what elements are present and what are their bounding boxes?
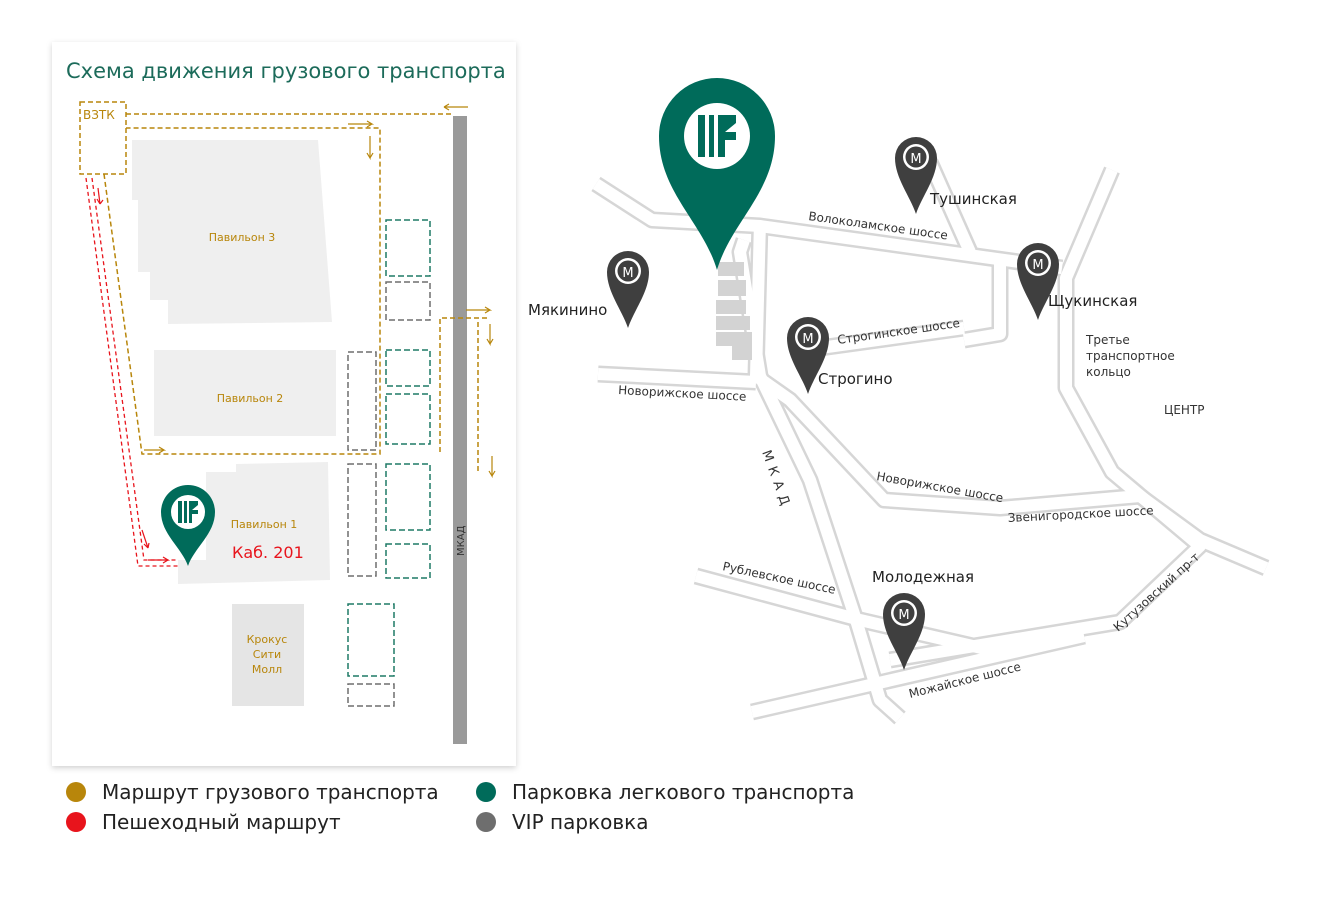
pavilion-2-label: Павильон 2 <box>217 392 284 405</box>
legend-item-cargo: Маршрут грузового транспорта <box>66 780 439 804</box>
legend-cargo-label: Маршрут грузового транспорта <box>102 780 439 804</box>
third-ring-label-3: кольцо <box>1086 365 1131 379</box>
cargo-dot-icon <box>66 782 86 802</box>
mall-label-3: Молл <box>252 663 282 676</box>
pavilion-3-label: Павильон 3 <box>209 231 276 244</box>
brand-pin-small <box>161 485 215 566</box>
center-label: ЦЕНТР <box>1164 403 1205 417</box>
metro-letter: М <box>910 152 921 167</box>
third-ring-label-2: транспортное <box>1086 349 1175 363</box>
legend: Маршрут грузового транспорта Пешеходный … <box>66 780 966 850</box>
metro-pin-molodezhnaya: М <box>883 593 925 670</box>
walking-dot-icon <box>66 812 86 832</box>
walking-arrows <box>96 187 171 564</box>
cargo-arrows <box>144 103 496 479</box>
station-label-strogino: Строгино <box>818 370 893 388</box>
metro-pin-tushinskaya: М <box>895 137 937 214</box>
pavilion-3-building <box>132 140 332 324</box>
city-map: Волоколамское шоссе Строгинское шоссе Но… <box>528 78 1270 725</box>
metro-letter: М <box>622 266 633 281</box>
car-parking-zones <box>347 219 431 677</box>
venue-buildings <box>716 262 752 360</box>
station-label-myakinino: Мякинино <box>528 301 607 319</box>
mkad-road <box>453 116 467 744</box>
cargo-scheme-panel: Схема движения грузового транспорта Пави… <box>52 42 516 766</box>
legend-item-car-parking: Парковка легкового транспорта <box>476 780 854 804</box>
crocus-mall-building <box>232 604 304 706</box>
pavilion-1-building <box>178 462 330 584</box>
station-label-tushinskaya: Тушинская <box>929 190 1017 208</box>
mkad-label: МКАД <box>456 525 467 556</box>
metro-letter: М <box>1032 258 1043 273</box>
metro-letter: М <box>898 608 909 623</box>
mall-label-1: Крокус <box>247 633 288 646</box>
pavilion-2-building <box>154 350 336 436</box>
mall-label-2: Сити <box>253 648 281 661</box>
metro-letter: М <box>802 332 813 347</box>
brand-logo-icon <box>698 115 736 157</box>
vztk-label: ВЗТК <box>83 108 115 122</box>
pavilion-1-label: Павильон 1 <box>231 518 298 531</box>
station-label-shchukinskaya: Щукинская <box>1048 292 1137 310</box>
vip-parking-zones <box>347 281 431 707</box>
scheme-title: Схема движения грузового транспорта <box>66 59 506 83</box>
metro-pin-shchukinskaya: М <box>1017 243 1059 320</box>
brand-logo-icon <box>178 501 198 523</box>
road-label-mkad: МКАД <box>758 448 794 513</box>
road-label-kutuzovsky: Кутузовский пр-т <box>1111 550 1203 634</box>
brand-pin-large <box>659 78 775 270</box>
parking-dot-icon <box>476 782 496 802</box>
road-network <box>591 158 1270 725</box>
third-ring-label-1: Третье <box>1085 333 1130 347</box>
road-label-novorizhskoe-1: Новорижское шоссе <box>618 383 747 404</box>
vztk-zone <box>79 101 127 175</box>
office-label: Каб. 201 <box>232 543 304 562</box>
station-label-molodezhnaya: Молодежная <box>872 568 974 586</box>
metro-pin-strogino: М <box>787 317 829 394</box>
legend-car-parking-label: Парковка легкового транспорта <box>512 780 855 804</box>
legend-vip-label: VIP парковка <box>512 810 649 834</box>
legend-item-walking: Пешеходный маршрут <box>66 810 341 834</box>
legend-item-vip: VIP парковка <box>476 810 648 834</box>
vip-dot-icon <box>476 812 496 832</box>
metro-pin-myakinino: М <box>607 251 649 328</box>
cargo-route <box>103 113 490 472</box>
legend-walking-label: Пешеходный маршрут <box>102 810 341 834</box>
